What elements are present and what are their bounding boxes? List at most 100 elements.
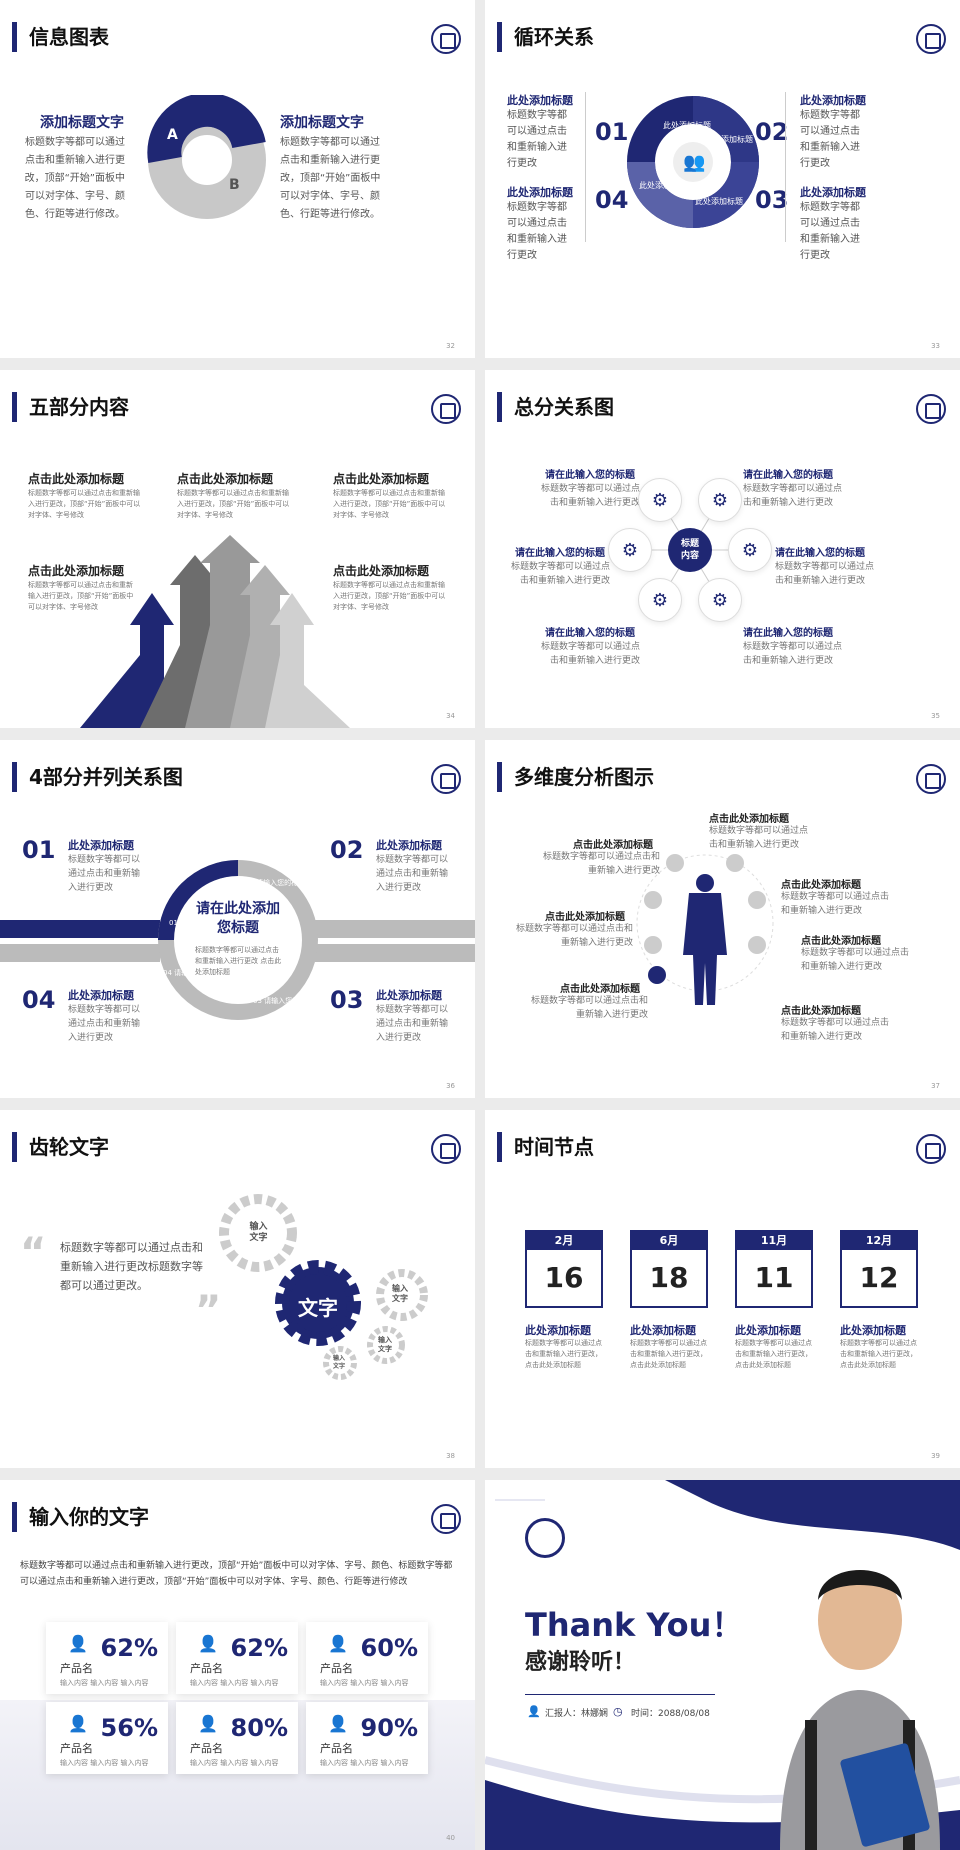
center-title: 请在此处添加您标题 bbox=[196, 901, 280, 936]
slide-37: 多维度分析图示 点击此处添加标题 标题数字等都可以通过点击和重新输入进行更改 点… bbox=[485, 740, 960, 1098]
slide-title: 多维度分析图示 bbox=[497, 762, 654, 792]
person-icon: 👤 bbox=[328, 1634, 348, 1653]
item-1-number: 01 bbox=[595, 118, 629, 146]
item-4-body: 标题数字等都可以通过点击和重新输入进行更改 bbox=[530, 996, 648, 1020]
gear-icon: ⚙ bbox=[698, 478, 742, 522]
slide-title: 信息图表 bbox=[12, 22, 109, 52]
slide-title: 五部分内容 bbox=[12, 392, 129, 422]
item-2-heading: 此处添加标题 bbox=[630, 1324, 696, 1337]
item-4-number: 04 bbox=[595, 186, 629, 214]
item-1-number: 01 bbox=[22, 836, 56, 864]
school-logo-icon bbox=[916, 764, 946, 794]
item-4-heading: 此处添加标题 bbox=[68, 989, 134, 1002]
item-5-heading: 点击此处添加标题 bbox=[333, 564, 430, 578]
item-2-body: 标题数字等都可以通过点击和重新输入进行更改 bbox=[376, 855, 449, 893]
gears-graphic bbox=[219, 1194, 428, 1380]
ring-label-4: 04 请输入您的标题文字内容 bbox=[163, 968, 251, 977]
item-1-heading: 请在此输入您的标题 bbox=[545, 470, 635, 481]
item-6-body: 标题数字等都可以通过点击和重新输入进行更改 bbox=[801, 948, 910, 972]
slide-38: 齿轮文字 “ 标题数字等都可以通过点击和重新输入进行更改标题数字等都可以通过更改… bbox=[0, 1110, 475, 1468]
item-4-heading: 请在此输入您的标题 bbox=[775, 548, 865, 559]
person-icon: 👤 bbox=[68, 1634, 88, 1653]
gear-icon: ⚙ bbox=[728, 528, 772, 572]
item-1-body: 标题数字等都可以通过点击和重新输入进行更改 bbox=[709, 826, 809, 850]
hub-center: 标题内容 bbox=[668, 528, 712, 572]
item-4-number: 04 bbox=[22, 986, 56, 1014]
item-5-heading: 点击此处添加标题 bbox=[781, 880, 861, 891]
school-logo-icon bbox=[525, 1518, 565, 1558]
business-man-graphic bbox=[636, 854, 774, 1005]
donut-chart: A B bbox=[147, 95, 266, 219]
slide-34: 五部分内容 点击此处添加标题 标题数字等都可以通过点击和重新输入进行更改，顶部“… bbox=[0, 370, 475, 728]
reporter: 汇报人：林娜娴 bbox=[545, 1709, 609, 1719]
item-7-body: 标题数字等都可以通过点击和重新输入进行更改 bbox=[781, 1018, 890, 1042]
donut-label-a: A bbox=[167, 127, 178, 143]
intro-text: 标题数字等都可以通过点击和重新输入进行更改，顶部“开始”面板中可以对字体、字号、… bbox=[20, 1561, 453, 1587]
item-5-body: 标题数字等都可以通过点击和重新输入进行更改 bbox=[781, 892, 890, 916]
item-1-heading: 此处添加标题 bbox=[68, 839, 134, 852]
page-number: 34 bbox=[446, 712, 455, 720]
item-6-heading: 请在此输入您的标题 bbox=[743, 628, 833, 639]
donut-label-b: B bbox=[229, 177, 240, 193]
school-logo-icon bbox=[431, 1504, 461, 1534]
product-card: 👤80%产品名输入内容 输入内容 输入内容 bbox=[176, 1702, 298, 1774]
item-3-heading: 此处添加标题 bbox=[800, 186, 866, 199]
item-1-body: 标题数字等都可以通过点击和重新输入进行更改，点击此处添加标题 bbox=[525, 1339, 602, 1369]
ring-label-3: 此处添加标题 bbox=[695, 196, 743, 206]
item-3-body: 标题数字等都可以通过点击和重新输入进行更改 bbox=[800, 202, 860, 261]
ring-label-2: 此处添加标题 bbox=[705, 134, 753, 144]
student-photo bbox=[780, 1570, 940, 1850]
slide-thanks: Thank You！ 感谢聆听！ 👤 汇报人：林娜娴 ◷ 时间：2088/08/… bbox=[485, 1480, 960, 1850]
slide-title: 循环关系 bbox=[497, 22, 594, 52]
page-number: 33 bbox=[931, 342, 940, 350]
item-6-body: 标题数字等都可以通过点击和重新输入进行更改 bbox=[743, 642, 843, 666]
item-1-heading: 点击此处添加标题 bbox=[28, 472, 125, 486]
slide-33: 循环关系 此处添加标题 标题数字等都可以通过点击和重新输入进行更改 01 此处添… bbox=[485, 0, 960, 358]
school-logo-icon bbox=[916, 394, 946, 424]
gear-main-label: 文字 bbox=[298, 1296, 338, 1320]
quote-text: 标题数字等都可以通过点击和重新输入进行更改标题数字等都可以通过更改。 bbox=[60, 1241, 203, 1292]
center-body: 标题数字等都可以通过点击和重新输入进行更改 点击此处添加标题 bbox=[195, 946, 282, 976]
center-ring: 01 请输入您的标题文字内容 02 请输入您的标题文字内容 03 请输入您的标题… bbox=[158, 860, 323, 1020]
item-2-number: 02 bbox=[755, 118, 789, 146]
page-number: 35 bbox=[931, 712, 940, 720]
page-number: 32 bbox=[446, 342, 455, 350]
item-2-body: 标题数字等都可以通过点击和重新输入进行更改，点击此处添加标题 bbox=[630, 1339, 707, 1369]
item-1-heading: 此处添加标题 bbox=[507, 94, 573, 107]
item-4-body: 标题数字等都可以通过点击和重新输入进行更改，点击此处添加标题 bbox=[840, 1339, 917, 1369]
slide-title: 时间节点 bbox=[497, 1132, 594, 1162]
gear-label-1: 输入文字 bbox=[249, 1222, 268, 1243]
item-5-body: 标题数字等都可以通过点击和重新输入进行更改 bbox=[540, 642, 640, 666]
item-3-heading: 点击此处添加标题 bbox=[545, 912, 625, 923]
item-2-heading: 请在此输入您的标题 bbox=[743, 470, 833, 481]
slide-36: 4部分并列关系图 01 请输入您的标题文字内容 02 请输入您的标题文字内容 0… bbox=[0, 740, 475, 1098]
product-card: 👤62%产品名输入内容 输入内容 输入内容 bbox=[176, 1622, 298, 1694]
donut-segment-a bbox=[147, 95, 266, 163]
page-number: 37 bbox=[931, 1082, 940, 1090]
item-4-heading: 点击此处添加标题 bbox=[28, 564, 125, 578]
rising-arrows-graphic bbox=[80, 535, 350, 728]
slide-40: 输入你的文字 标题数字等都可以通过点击和重新输入进行更改，顶部“开始”面板中可以… bbox=[0, 1480, 475, 1850]
item-4-body: 标题数字等都可以通过点击和重新输入进行更改，顶部“开始”面板中可以对字体、字号修… bbox=[28, 581, 134, 611]
gear-label-2: 输入文字 bbox=[392, 1284, 408, 1303]
item-6-heading: 点击此处添加标题 bbox=[801, 936, 881, 947]
item-4-body: 标题数字等都可以通过点击和重新输入进行更改 bbox=[775, 562, 875, 586]
right-heading: 添加标题文字 bbox=[280, 115, 364, 131]
item-3-heading: 点击此处添加标题 bbox=[333, 472, 430, 486]
item-3-body: 标题数字等都可以通过点击和重新输入进行更改 bbox=[510, 562, 610, 586]
item-3-body: 标题数字等都可以通过点击和重新输入进行更改，点击此处添加标题 bbox=[735, 1339, 812, 1369]
item-4-heading: 点击此处添加标题 bbox=[560, 984, 640, 995]
cycle-ring: 此处添加标题 此处添加标题 此处添加标题 此处添加标题 bbox=[627, 96, 759, 228]
page-number: 40 bbox=[446, 1834, 455, 1842]
item-4-heading: 此处添加标题 bbox=[507, 186, 573, 199]
page-number: 38 bbox=[446, 1452, 455, 1460]
item-2-body: 标题数字等都可以通过点击和重新输入进行更改 bbox=[800, 110, 860, 169]
product-card: 👤90%产品名输入内容 输入内容 输入内容 bbox=[306, 1702, 428, 1774]
item-4-heading: 此处添加标题 bbox=[840, 1324, 906, 1337]
item-2-heading: 点击此处添加标题 bbox=[177, 472, 274, 486]
slide-title: 总分关系图 bbox=[497, 392, 614, 422]
item-1-body: 标题数字等都可以通过点击和重新输入进行更改，顶部“开始”面板中可以对字体、字号修… bbox=[28, 489, 141, 519]
